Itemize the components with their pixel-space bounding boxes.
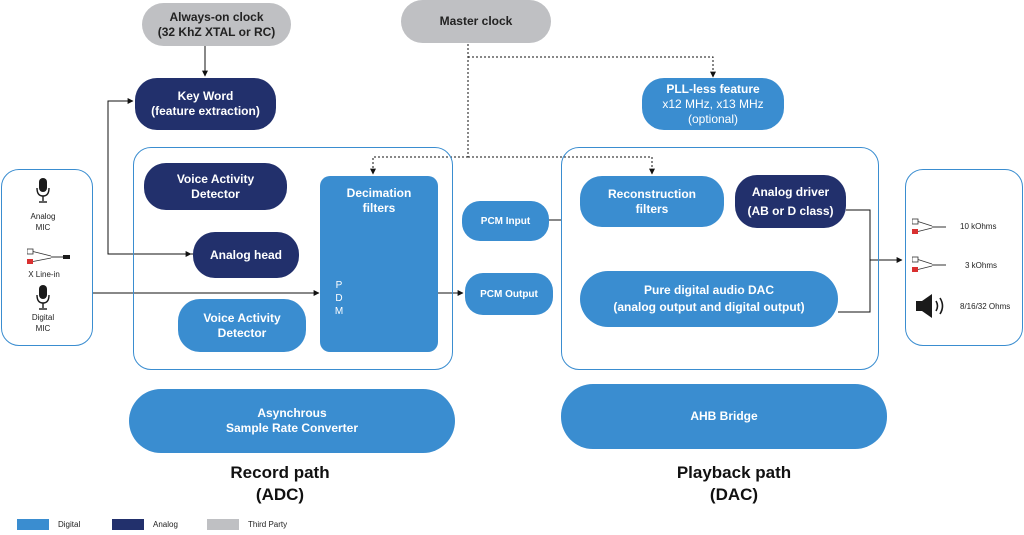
record-path-title: Record path (ADC): [180, 462, 380, 506]
pll-line1: PLL-less feature: [666, 81, 760, 96]
output-connector-3k-icon: [912, 256, 946, 272]
decimation-filters-node: Decimation filters: [320, 176, 438, 352]
record-title-line2: (ADC): [255, 485, 305, 504]
digital-mic-icon: [36, 285, 50, 310]
analog-mic-line1: Analog: [30, 212, 56, 221]
legend-digital-swatch: [17, 519, 49, 530]
key-word-node: Key Word (feature extraction): [135, 78, 276, 130]
output-connector-10k-icon: [912, 218, 946, 234]
pdm-letter-d: D: [335, 293, 343, 304]
output-10k-label: 10 kOhms: [960, 222, 997, 231]
master-clock-to-reconstruction-dotted: [468, 156, 655, 175]
asrc-node: Asynchrous Sample Rate Converter: [129, 389, 455, 453]
reconstruction-line2: filters: [635, 201, 669, 216]
playback-title-line2: (DAC): [709, 485, 759, 504]
dac-line1: Pure digital audio DAC: [643, 283, 774, 297]
legend-analog-label: Analog: [153, 520, 178, 529]
vad-digital-line1: Voice Activity: [203, 310, 281, 325]
record-path-frame: [133, 147, 453, 370]
playback-title-line1: Playback path: [676, 463, 792, 482]
output-devices-panel: [905, 169, 1023, 346]
digital-dac-node: Pure digital audio DAC (analog output an…: [580, 271, 838, 327]
pcm-input-label: PCM Input: [480, 215, 531, 227]
pcm-output-node: PCM Output: [465, 273, 553, 315]
decimation-line2: filters: [362, 201, 396, 215]
digital-mic-label: Digital MIC: [22, 312, 64, 334]
vad-digital-line2: Detector: [217, 325, 267, 340]
vad-analog-line2: Detector: [191, 186, 240, 201]
driver-to-output-line: [846, 209, 871, 260]
digital-mic-line1: Digital: [31, 313, 55, 322]
line-in-label: X Line-in: [28, 270, 60, 279]
input-devices-panel: [1, 169, 93, 346]
analog-mic-label: Analog MIC: [22, 211, 64, 233]
playback-path-title: Playback path (DAC): [634, 462, 834, 506]
analog-head-node: Analog head: [193, 232, 299, 278]
speaker-icon: [916, 294, 944, 318]
decimation-line1: Decimation: [346, 186, 412, 200]
vad-analog-line1: Voice Activity: [176, 171, 255, 186]
asrc-line1: Asynchrous: [257, 406, 327, 420]
analog-mic-icon: [36, 178, 50, 203]
key-word-line1: Key Word: [177, 89, 234, 103]
master-clock-label: Master clock: [439, 14, 513, 28]
pdm-letter-m: M: [334, 306, 344, 317]
line-in-connector-icon: [27, 248, 70, 264]
playback-path-frame: [561, 147, 879, 370]
legend-third-party-swatch: [207, 519, 239, 530]
output-3k-label: 3 kOhms: [965, 261, 998, 270]
digital-mic-line2: MIC: [35, 324, 51, 333]
legend-third-party-label: Third Party: [248, 520, 288, 529]
analog-driver-line2: (AB or D class): [747, 203, 834, 218]
analog-mic-line2: MIC: [35, 223, 51, 232]
analog-head-label: Analog head: [209, 247, 282, 262]
always-on-clock-line2: (32 KhZ XTAL or RC): [157, 24, 276, 39]
reconstruction-line1: Reconstruction: [607, 186, 696, 201]
speaker-impedance-label: 8/16/32 Ohms: [960, 302, 1011, 311]
ahb-bridge-label: AHB Bridge: [690, 409, 758, 423]
vad-analog-node: Voice Activity Detector: [144, 163, 287, 210]
pll-line3: (optional): [687, 111, 739, 126]
pll-line2: x12 MHz, x13 MHz: [662, 96, 764, 111]
record-title-line1: Record path: [230, 463, 330, 482]
always-on-clock-line1: Always-on clock: [169, 9, 264, 24]
analog-driver-node: Analog driver (AB or D class): [735, 175, 846, 228]
legend-digital-label: Digital: [58, 520, 81, 529]
pll-less-node: PLL-less feature x12 MHz, x13 MHz (optio…: [642, 78, 784, 130]
pdm-letter-p: P: [335, 280, 343, 291]
analog-driver-line1: Analog driver: [751, 184, 830, 199]
dac-line2: (analog output and digital output): [613, 300, 805, 314]
key-word-line2: (feature extraction): [151, 104, 260, 118]
legend-analog-swatch: [112, 519, 144, 530]
pcm-input-node: PCM Input: [462, 201, 549, 241]
always-on-clock-node: Always-on clock (32 KhZ XTAL or RC): [142, 3, 291, 46]
asrc-line2: Sample Rate Converter: [225, 421, 359, 435]
master-clock-node: Master clock: [401, 0, 551, 43]
dac-to-output-line: [838, 260, 871, 313]
reconstruction-filters-node: Reconstruction filters: [580, 176, 724, 227]
master-clock-to-pll-dotted: [468, 56, 716, 78]
ahb-bridge-node: AHB Bridge: [561, 384, 887, 449]
vad-digital-node: Voice Activity Detector: [178, 299, 306, 352]
pcm-output-label: PCM Output: [480, 288, 538, 300]
